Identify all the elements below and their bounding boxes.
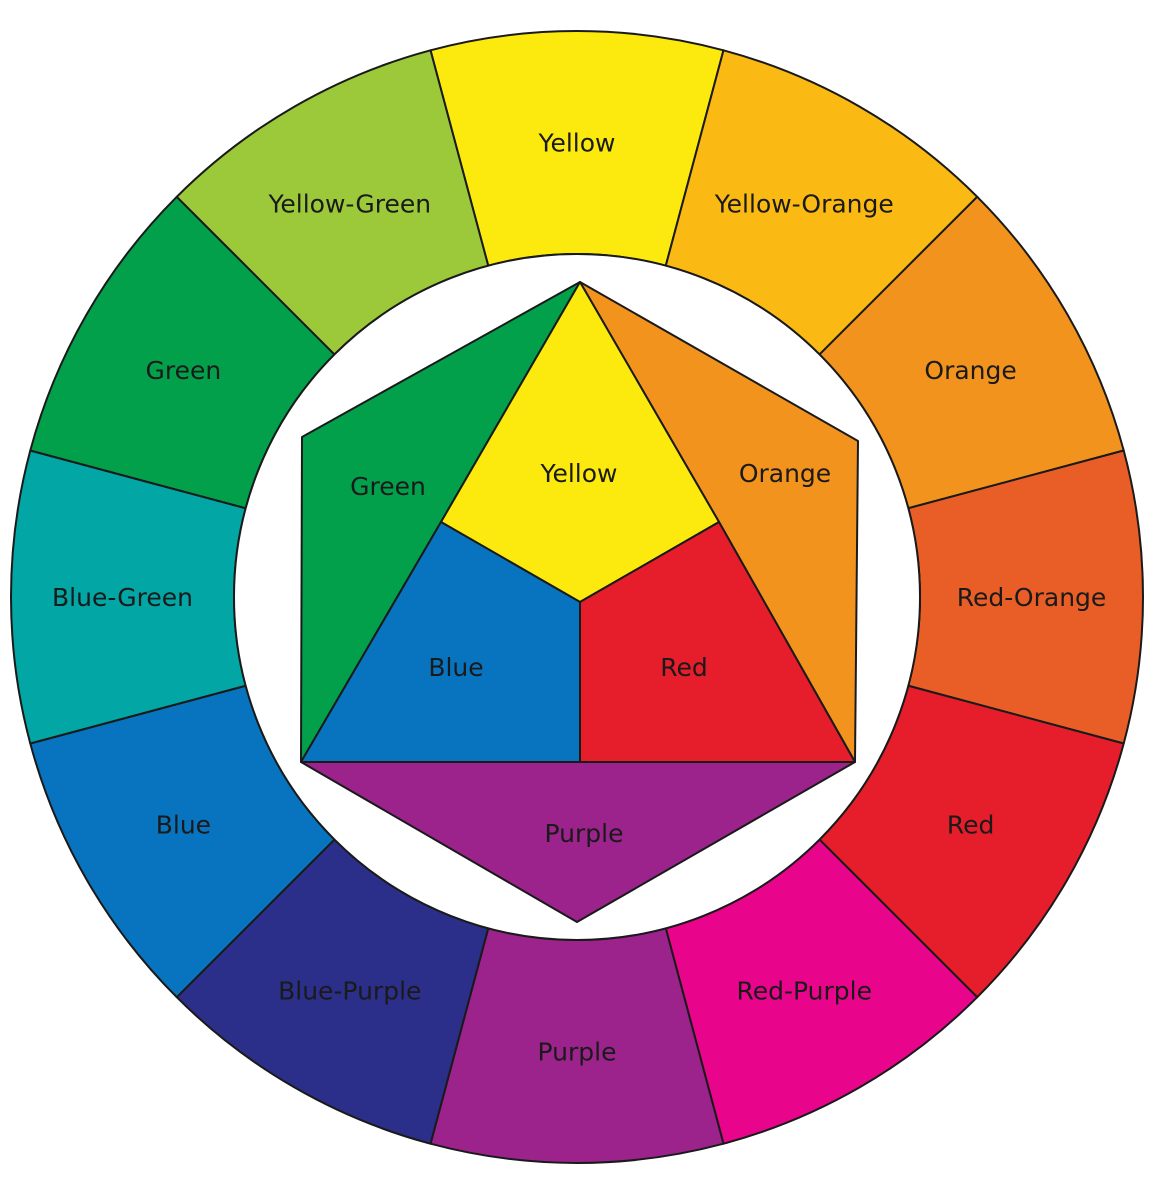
ring-label-yellow-orange: Yellow-Orange <box>714 189 894 218</box>
ring-label-red-purple: Red-Purple <box>737 977 872 1006</box>
hex-label-secondary-purple: Purple <box>545 819 624 848</box>
hex-label-secondary-orange: Orange <box>739 459 831 488</box>
ring-label-blue: Blue <box>156 810 211 839</box>
hex-label-primary-red: Red <box>660 653 708 682</box>
hex-label-primary-yellow: Yellow <box>540 459 618 488</box>
ring-label-blue-purple: Blue-Purple <box>278 977 421 1006</box>
ring-label-yellow: Yellow <box>538 129 616 158</box>
ring-label-blue-green: Blue-Green <box>52 583 193 612</box>
ring-label-red-orange: Red-Orange <box>957 583 1107 612</box>
ring-label-orange: Orange <box>924 356 1016 385</box>
hex-label-primary-blue: Blue <box>428 653 483 682</box>
ring-label-purple: Purple <box>538 1038 617 1067</box>
ring-label-yellow-green: Yellow-Green <box>267 189 431 218</box>
hex-label-secondary-green: Green <box>350 472 426 501</box>
ring-label-red: Red <box>947 810 995 839</box>
hex-primary-red <box>579 521 856 763</box>
ring-label-green: Green <box>146 356 222 385</box>
